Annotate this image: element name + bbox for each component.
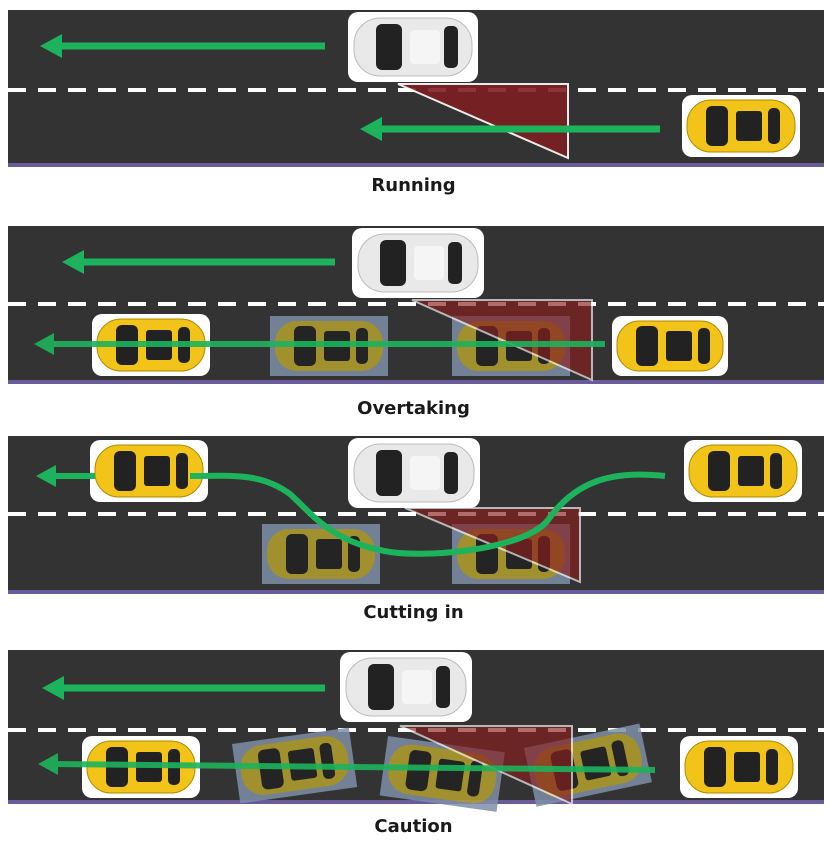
blind-spot-zone — [399, 725, 573, 806]
panel-running: Running — [0, 0, 827, 205]
arrow-left-icon — [34, 333, 605, 355]
yellow-car-icon — [682, 95, 800, 157]
scene-cutting-in — [8, 438, 824, 584]
caption: Overtaking — [357, 398, 470, 419]
yellow-car-icon — [684, 440, 802, 502]
white-car-icon — [348, 12, 478, 82]
arrow-left-icon — [360, 117, 660, 141]
blind-spot-zone — [411, 299, 593, 382]
white-car-icon — [348, 438, 480, 508]
ghost-car-icon — [262, 524, 380, 584]
panel-caution: Caution — [0, 648, 827, 844]
arrow-left-icon — [40, 34, 325, 58]
road-edge — [8, 380, 824, 384]
road-edge — [8, 800, 824, 804]
road-edge — [8, 590, 824, 594]
panel-overtaking: Overtaking — [0, 220, 827, 425]
scene-running — [8, 12, 824, 160]
arrow-left-icon — [42, 676, 325, 700]
caption: Running — [371, 175, 456, 196]
yellow-car-icon — [612, 316, 728, 376]
white-car-icon — [352, 228, 484, 298]
yellow-car-icon — [90, 440, 208, 502]
scene-overtaking — [8, 228, 824, 382]
white-car-icon — [340, 652, 472, 722]
caption: Caution — [374, 816, 453, 837]
road-edge — [8, 163, 824, 167]
arrow-left-icon — [38, 753, 656, 775]
trajectory-path — [189, 471, 666, 557]
caption: Cutting in — [363, 602, 464, 623]
scene-caution — [8, 652, 824, 812]
yellow-car-icon — [680, 736, 798, 798]
panel-cutting-in: Cutting in — [0, 432, 827, 637]
arrow-left-icon — [62, 250, 335, 274]
arrow-left-icon — [36, 465, 95, 487]
blind-spot-zone — [397, 83, 569, 160]
ghost-car-icon — [379, 736, 505, 812]
